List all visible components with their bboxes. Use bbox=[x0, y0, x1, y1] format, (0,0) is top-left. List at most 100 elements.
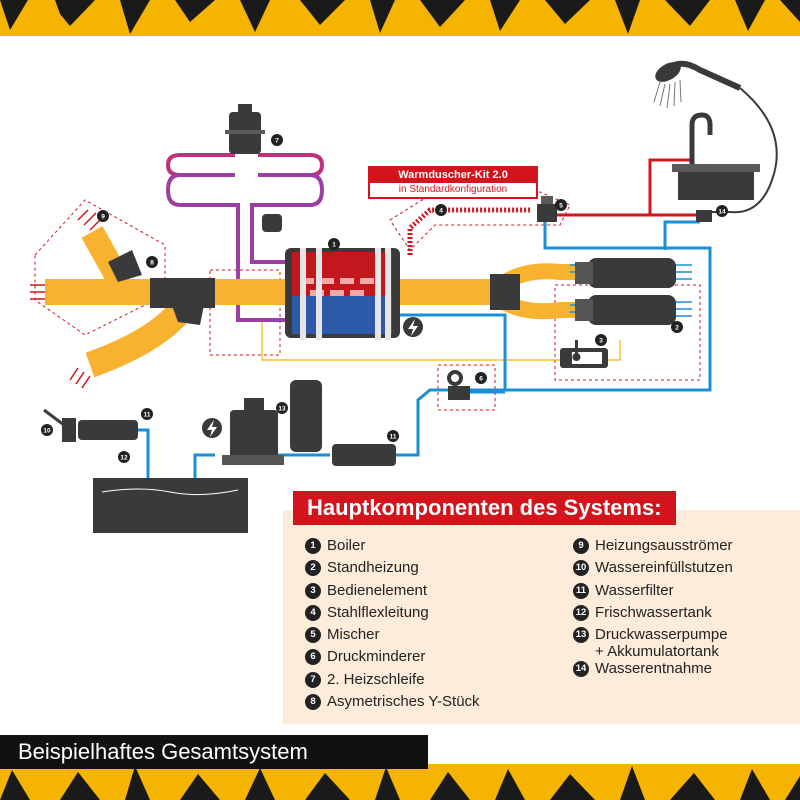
legend-item: 7 2. Heizschleife bbox=[305, 671, 480, 693]
top-stripe-border bbox=[0, 0, 800, 36]
control-element bbox=[560, 348, 608, 368]
pressure-pump bbox=[222, 398, 284, 465]
parking-heater bbox=[575, 258, 676, 325]
legend-column-right: 9 Heizungsausströmer 10 Wassereinfüllstutz… bbox=[573, 537, 733, 682]
kit-callout: Warmduscher-Kit 2.0 in Standardkonfigura… bbox=[368, 166, 538, 199]
steel-flex-hose bbox=[407, 207, 530, 255]
kit-callout-title: Warmduscher-Kit 2.0 bbox=[370, 168, 536, 183]
marker-11-left: 11 bbox=[141, 408, 153, 420]
marker-1: 1 bbox=[328, 238, 340, 250]
lightning-icon bbox=[202, 418, 222, 438]
marker-3: 3 bbox=[595, 334, 607, 346]
marker-11-right: 11 bbox=[387, 430, 399, 442]
svg-text:6: 6 bbox=[479, 376, 483, 383]
boiler bbox=[285, 248, 400, 340]
lightning-icon bbox=[403, 317, 423, 337]
legend-number: 8 bbox=[305, 694, 321, 711]
legend-number: 6 bbox=[305, 649, 321, 666]
marker-4: 4 bbox=[435, 204, 447, 216]
loop-valve bbox=[262, 214, 282, 232]
legend-number: 10 bbox=[573, 560, 589, 577]
water-filter-right bbox=[332, 444, 396, 466]
legend-item: 6 Druckminderer bbox=[305, 648, 480, 670]
legend-number: 14 bbox=[573, 661, 589, 678]
svg-text:11: 11 bbox=[390, 434, 397, 441]
fresh-water-tank bbox=[93, 478, 248, 533]
legend-number: 2 bbox=[305, 560, 321, 577]
y-piece bbox=[108, 250, 520, 325]
svg-text:13: 13 bbox=[278, 406, 286, 413]
bottom-stripe-border bbox=[0, 764, 800, 800]
control-cable bbox=[261, 318, 621, 361]
legend-item: 2 Standheizung bbox=[305, 559, 480, 581]
legend-number: 7 bbox=[305, 671, 321, 688]
marker-9: 9 bbox=[97, 210, 109, 222]
legend-item: 13 Druckwasserpumpe + Akkumulatortank bbox=[573, 626, 733, 660]
svg-text:5: 5 bbox=[559, 203, 563, 210]
shower-head-icon bbox=[653, 60, 742, 109]
legend-item: 5 Mischer bbox=[305, 626, 480, 648]
legend-panel bbox=[283, 510, 800, 724]
shower-hose bbox=[712, 87, 778, 214]
svg-text:9: 9 bbox=[101, 214, 105, 221]
number-markers: 1 2 3 4 5 6 7 8 9 10 11 11 12 13 14 bbox=[41, 134, 728, 463]
legend-label: Standheizung bbox=[327, 559, 419, 577]
legend-title: Hauptkomponenten des Systems: bbox=[293, 491, 676, 525]
svg-text:8: 8 bbox=[150, 260, 154, 267]
sink bbox=[672, 164, 760, 200]
svg-text:1: 1 bbox=[332, 242, 336, 249]
legend-label: Stahlflexleitung bbox=[327, 603, 429, 621]
legend-number: 4 bbox=[305, 604, 321, 621]
svg-text:14: 14 bbox=[718, 209, 726, 216]
thermometer-icon bbox=[572, 340, 581, 361]
legend-number: 1 bbox=[305, 538, 321, 554]
legend-label: Mischer bbox=[327, 626, 380, 644]
legend-item: 9 Heizungsausströmer bbox=[573, 537, 733, 559]
marker-14: 14 bbox=[716, 205, 728, 217]
legend-item: 8 Asymetrisches Y-Stück bbox=[305, 693, 480, 715]
faucet-icon bbox=[689, 112, 713, 164]
legend-label: Heizungsausströmer bbox=[595, 537, 733, 554]
legend-item: 1 Boiler bbox=[305, 537, 480, 559]
legend-number: 13 bbox=[573, 627, 589, 644]
legend-number: 9 bbox=[573, 538, 589, 554]
marker-12: 12 bbox=[118, 451, 130, 463]
kit-callout-subtitle: in Standardkonfiguration bbox=[398, 184, 508, 195]
marker-10: 10 bbox=[41, 424, 53, 436]
caption-banner: Beispielhaftes Gesamtsystem bbox=[0, 735, 428, 769]
legend-number: 5 bbox=[305, 627, 321, 644]
water-filler-neck bbox=[43, 408, 76, 442]
legend-number: 3 bbox=[305, 582, 321, 599]
svg-text:12: 12 bbox=[120, 455, 128, 462]
svg-text:4: 4 bbox=[439, 208, 443, 215]
legend-label: Druckwasserpumpe + Akkumulatortank bbox=[595, 626, 728, 661]
water-outlet bbox=[696, 210, 712, 222]
legend-label: Wasserentnahme bbox=[595, 660, 712, 678]
water-filter-left bbox=[78, 420, 138, 440]
heating-loop bbox=[165, 153, 325, 322]
legend-label: Asymetrisches Y-Stück bbox=[327, 693, 480, 711]
mixer-valve bbox=[537, 196, 557, 222]
legend-label: 2. Heizschleife bbox=[327, 670, 425, 688]
legend-label: Boiler bbox=[327, 537, 366, 554]
marker-6: 6 bbox=[475, 372, 487, 384]
svg-text:10: 10 bbox=[43, 428, 51, 435]
legend-label: Druckminderer bbox=[327, 648, 426, 666]
svg-text:11: 11 bbox=[144, 412, 151, 419]
legend-item: 14 Wasserentnahme bbox=[573, 660, 733, 682]
legend-number: 12 bbox=[573, 604, 589, 621]
hot-water-lines bbox=[555, 158, 700, 217]
legend-label: Wasserfilter bbox=[595, 581, 674, 599]
legend-label: Wassereinfüllstutzen bbox=[595, 559, 733, 577]
legend-item: 12 Frischwassertank bbox=[573, 604, 733, 626]
legend-label: Frischwassertank bbox=[595, 603, 712, 621]
marker-2: 2 bbox=[671, 321, 683, 333]
svg-text:2: 2 bbox=[675, 325, 679, 332]
marker-5: 5 bbox=[555, 199, 567, 211]
legend-item: 4 Stahlflexleitung bbox=[305, 604, 480, 626]
marker-8: 8 bbox=[146, 256, 158, 268]
